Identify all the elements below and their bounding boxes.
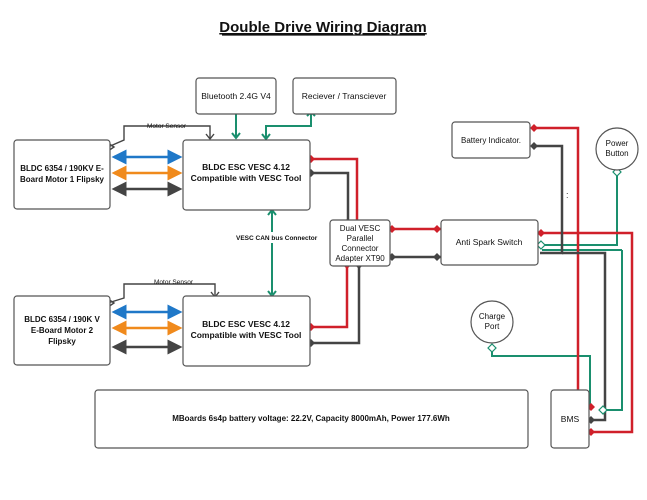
negative-wires xyxy=(311,144,607,422)
bms-box xyxy=(550,389,590,449)
bluetooth-box xyxy=(195,77,277,115)
battery-box xyxy=(94,389,529,449)
charge-port-label-line2: Port xyxy=(485,322,500,331)
sensor-wire-2 xyxy=(107,283,216,304)
esc2-label-line2: Compatible with VESC Tool xyxy=(191,330,302,340)
power-button-wire-a xyxy=(542,172,618,246)
power-button-label-line1: Power xyxy=(606,139,629,148)
bms-label: BMS xyxy=(561,414,580,424)
battery-indicator-box xyxy=(451,121,531,159)
battery-indicator-negative xyxy=(534,144,564,255)
adapter-label-line3: Connector xyxy=(342,244,379,253)
switch-to-bms-positive xyxy=(541,231,634,434)
switch-to-bms-negative xyxy=(562,251,607,422)
esc1-label-line1: BLDC ESC VESC 4.12 xyxy=(202,162,290,172)
motor1-label-line2: Board Motor 1 Flipsky xyxy=(20,175,105,184)
diagram-title: Double Drive Wiring Diagram xyxy=(219,19,426,36)
power-button-wire-b xyxy=(603,250,623,411)
can-bus-label: VESC CAN bus Connector xyxy=(236,235,318,242)
sensor-wire-1 xyxy=(107,125,211,148)
wires xyxy=(111,149,183,355)
esc1-positive xyxy=(311,157,359,223)
motor-sensor-1-label: Motor Sensor xyxy=(147,123,187,130)
battery-label: MBoards 6s4p battery voltage: 22.2V, Cap… xyxy=(172,414,450,423)
adapter-label-line2: Parallel xyxy=(347,234,374,243)
charge-port-label-line1: Charge xyxy=(479,312,506,321)
svg-text::: : xyxy=(566,190,569,200)
charge-port-circle xyxy=(470,300,514,344)
motor1-label-line1: BLDC 6354 / 190KV E- xyxy=(20,164,104,173)
receiver-signal-wire xyxy=(265,113,312,138)
anti-spark-label: Anti Spark Switch xyxy=(456,237,523,247)
motor2-box xyxy=(13,295,111,366)
connector-diamonds: : xyxy=(307,124,622,436)
can-bus-label-bg xyxy=(233,232,318,243)
parallel-adapter-box xyxy=(329,219,391,267)
power-button-label-line2: Button xyxy=(605,149,628,158)
sensor-connector-1 xyxy=(205,133,215,141)
esc1-negative xyxy=(311,171,350,221)
adapter-label-line4: Adapter XT90 xyxy=(335,254,385,263)
motor-sensor-2-label: Motor Sensor xyxy=(154,279,194,286)
esc2-negative xyxy=(311,265,361,345)
motor2-label-line3: Flipsky xyxy=(48,337,76,346)
esc1-label-line2: Compatible with VESC Tool xyxy=(191,173,302,183)
receiver-label: Reciever / Transciever xyxy=(302,91,387,101)
adapter-label-line1: Dual VESC xyxy=(340,224,381,233)
esc2-positive xyxy=(311,263,349,329)
motor1-box xyxy=(13,139,111,210)
esc1-box xyxy=(182,139,311,211)
esc2-label-line1: BLDC ESC VESC 4.12 xyxy=(202,319,290,329)
battery-indicator-label: Battery Indicator. xyxy=(461,136,521,145)
motor2-label-line2: E-Board Motor 2 xyxy=(31,326,94,335)
receiver-box xyxy=(292,77,397,115)
bluetooth-label: Bluetooth 2.4G V4 xyxy=(201,91,271,101)
power-button-circle xyxy=(595,127,639,171)
motor2-label-line1: BLDC 6354 / 190K V xyxy=(24,315,100,324)
anti-spark-box xyxy=(440,219,539,266)
esc2-box xyxy=(182,295,311,367)
